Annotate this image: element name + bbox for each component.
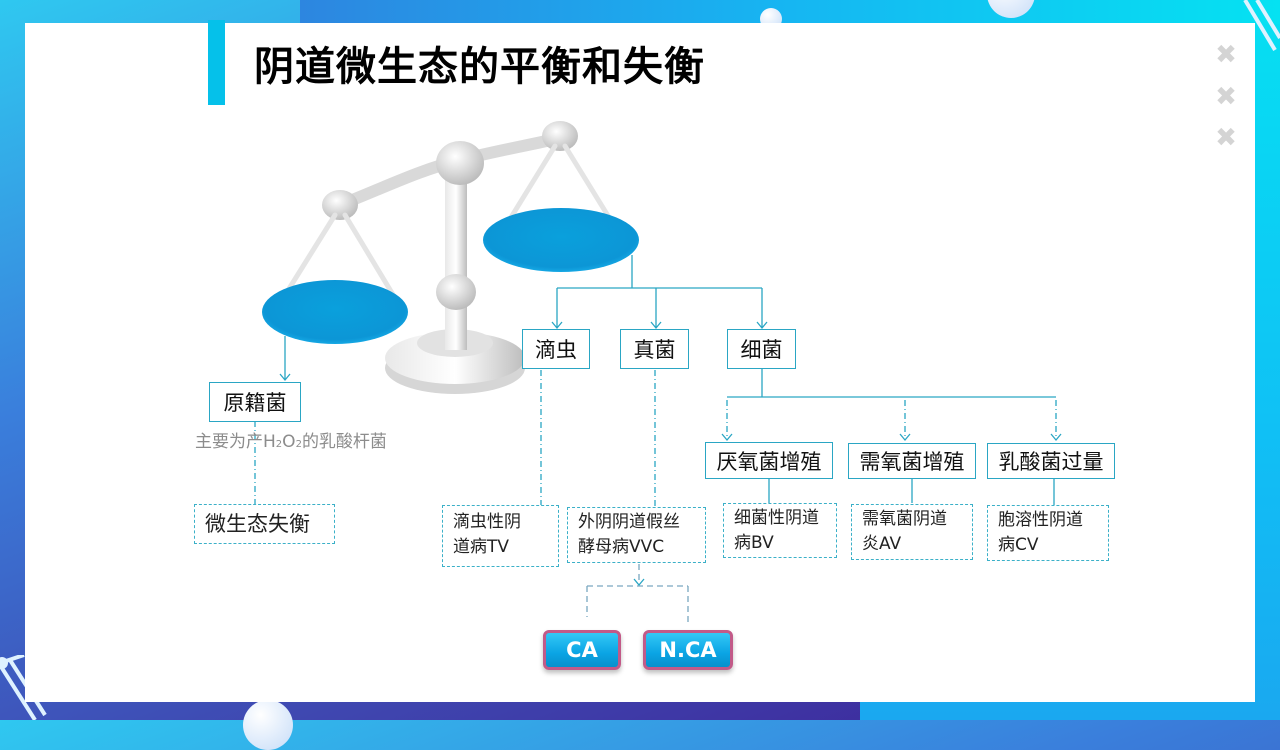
outcome-cv: 胞溶性阴道 病CV — [987, 505, 1109, 561]
node-bacteria: 细菌 — [727, 329, 796, 369]
outcome-av: 需氧菌阴道 炎AV — [851, 504, 973, 560]
outcome-microecology-imbalance: 微生态失衡 — [194, 504, 335, 544]
indigenous-bacteria-note: 主要为产H2O2的乳酸杆菌 — [195, 432, 387, 452]
decor-molecule-top-right — [1243, 0, 1280, 52]
node-label: 原籍菌 — [223, 391, 287, 415]
node-trichomonas: 滴虫 — [522, 329, 590, 369]
node-fungi: 真菌 — [620, 329, 689, 369]
vvc-type-nca: N.CA — [643, 630, 733, 670]
vvc-type-ca: CA — [543, 630, 621, 670]
outcome-bv: 细菌性阴道 病BV — [723, 503, 837, 558]
node-aerobic-proliferation: 需氧菌增殖 — [848, 443, 976, 479]
node-anaerobic-proliferation: 厌氧菌增殖 — [705, 442, 833, 479]
outcome-tv: 滴虫性阴 道病TV — [442, 505, 559, 567]
node-lactobacillus-excess: 乳酸菌过量 — [987, 443, 1115, 479]
decor-x-icon: ✖ — [1215, 40, 1237, 70]
title-accent-bar — [208, 20, 225, 105]
decor-x-icon: ✖ — [1215, 123, 1237, 153]
decor-x-icon: ✖ — [1215, 82, 1237, 112]
node-indigenous-bacteria: 原籍菌 — [209, 382, 301, 422]
decor-bubble — [243, 700, 293, 750]
background-gradient-top — [300, 0, 1280, 24]
outcome-vvc: 外阴阴道假丝 酵母病VVC — [567, 507, 706, 563]
decor-bubble — [987, 0, 1035, 18]
slide-title: 阴道微生态的平衡和失衡 — [254, 44, 705, 90]
